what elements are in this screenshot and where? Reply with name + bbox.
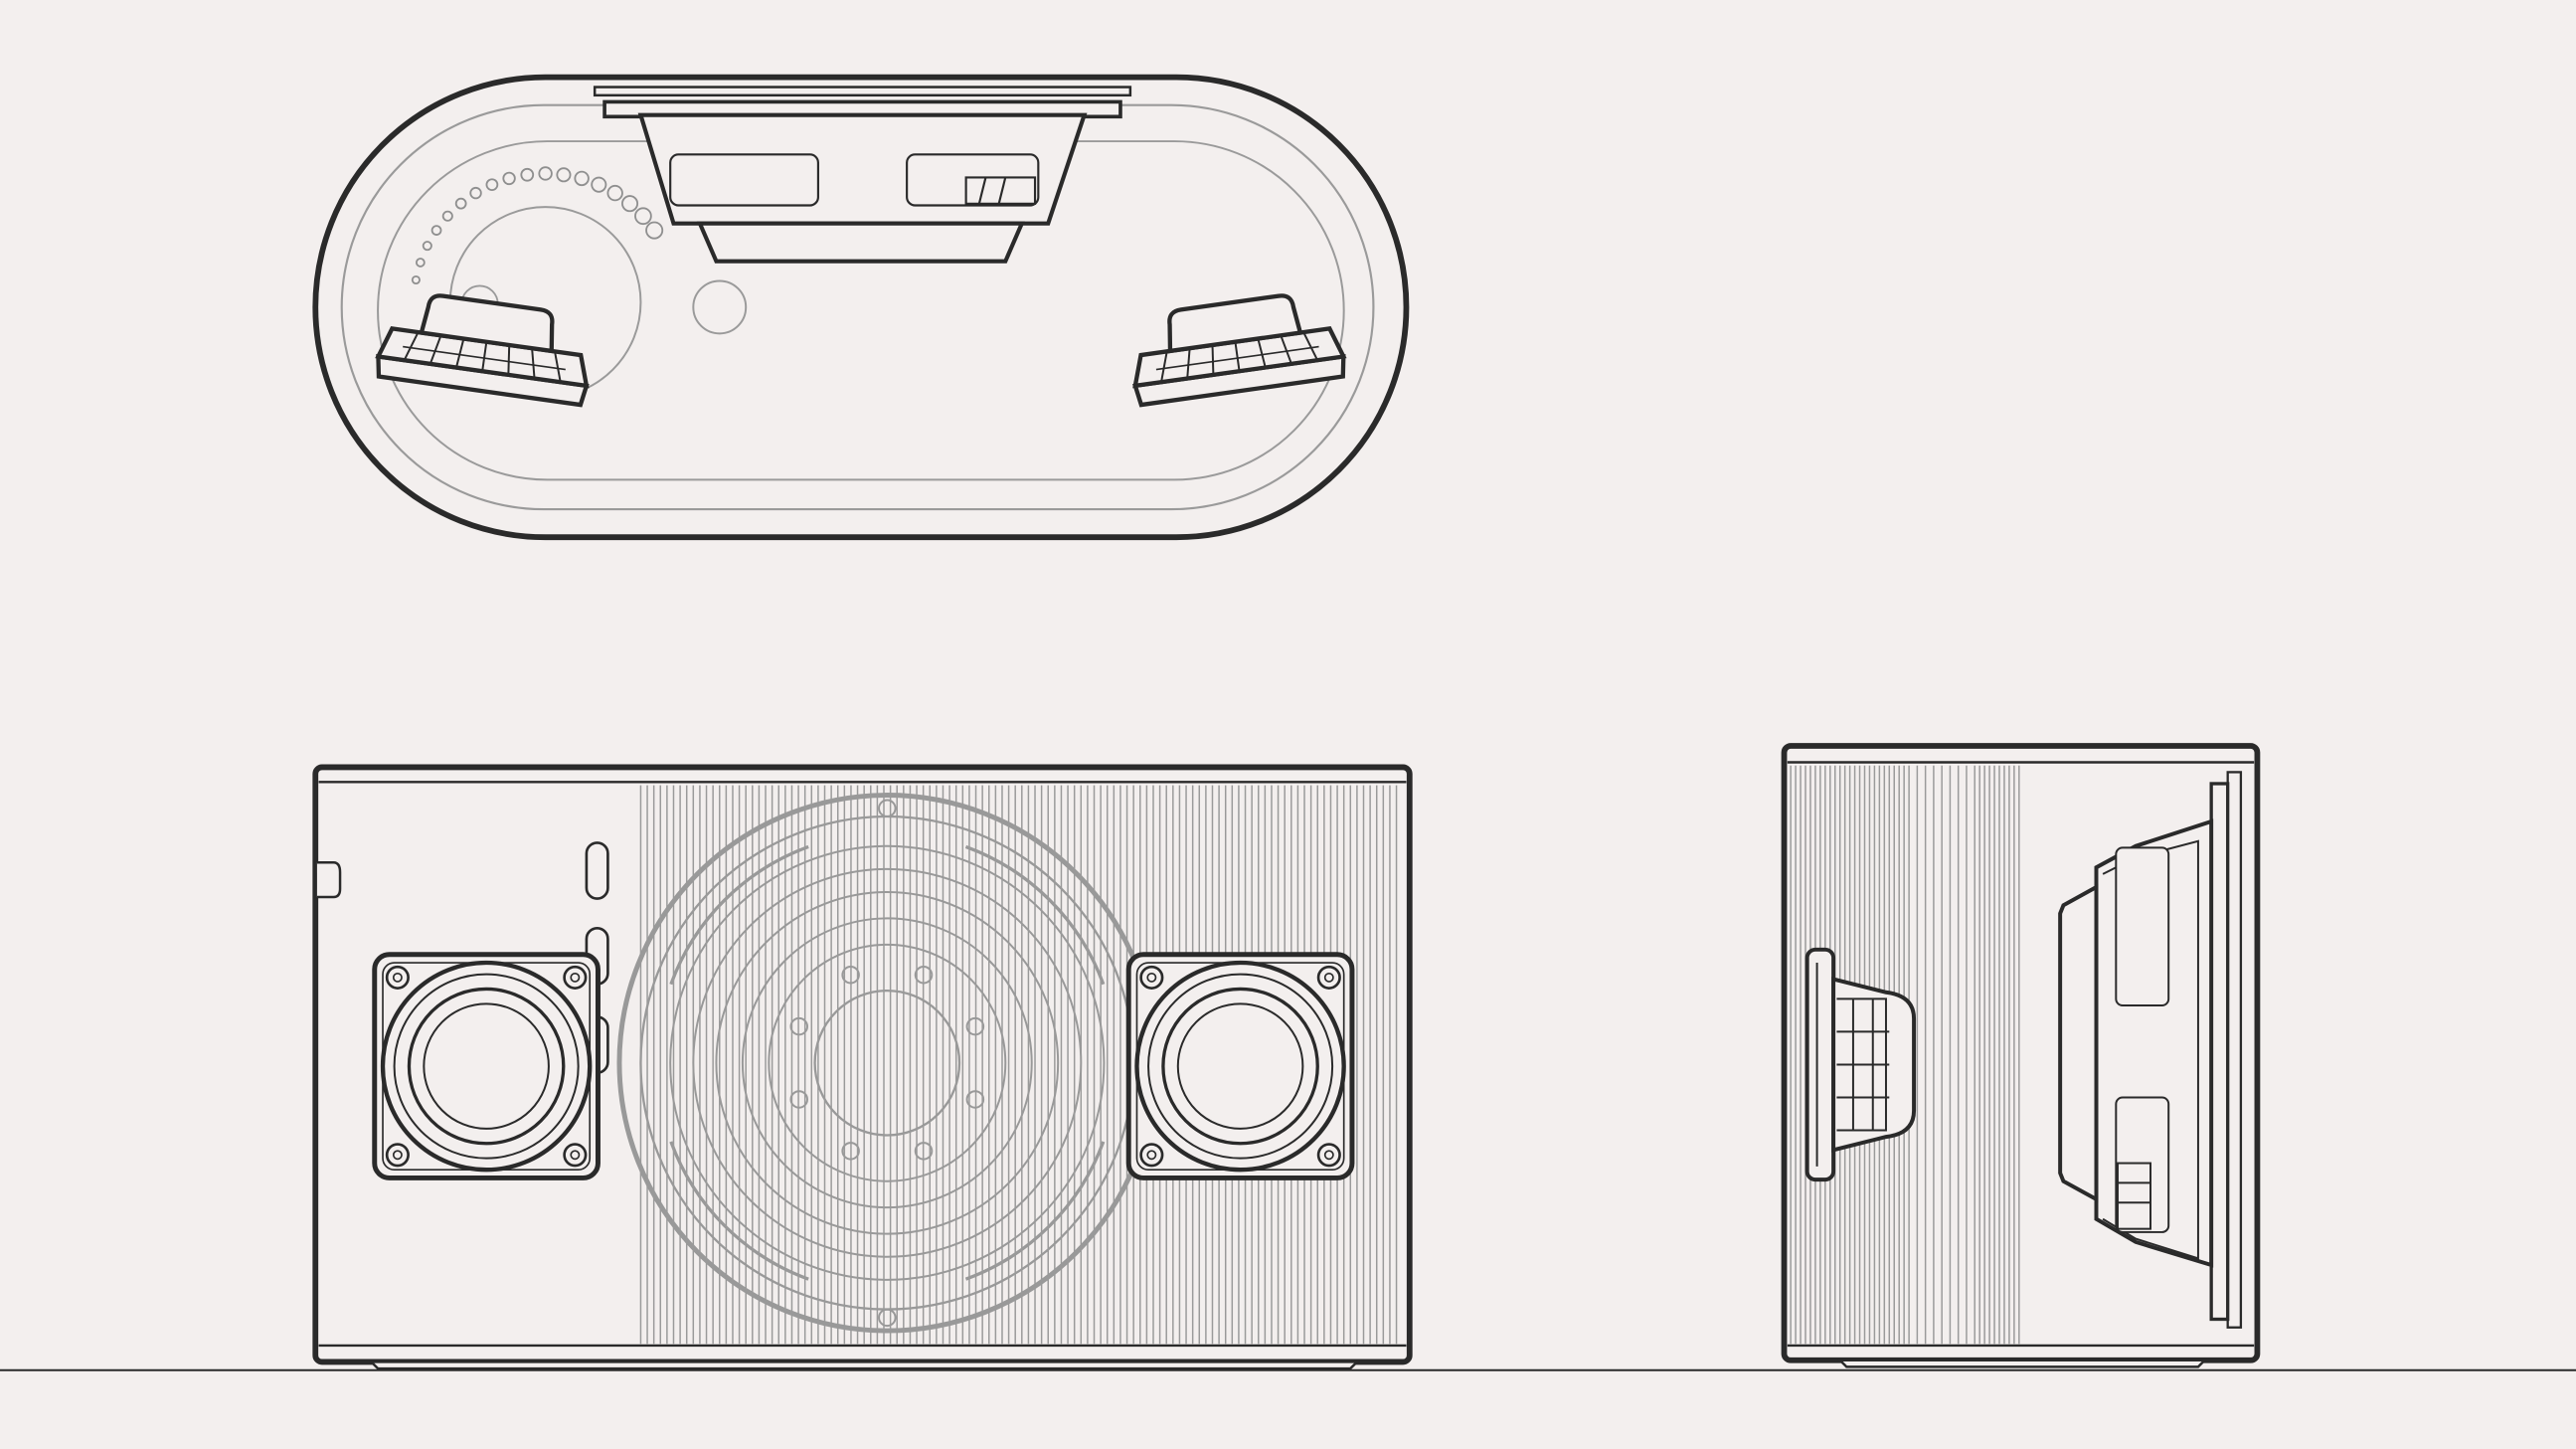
front-view-left-tweeter (372, 952, 601, 1180)
front-view-foot (368, 1360, 1360, 1370)
woofer-bolt (789, 1090, 808, 1109)
top-view-woofer-basket (602, 99, 1122, 264)
woofer-bolt (841, 1142, 860, 1161)
side-view-woofer-profile (2058, 782, 2230, 1322)
top-view-dot (520, 167, 535, 182)
woofer-ring (768, 943, 1007, 1182)
tweeter-screw-center (570, 972, 581, 983)
woofer-basket-arc (964, 1141, 1106, 1281)
front-view-right-tweeter (1125, 952, 1355, 1180)
top-view-dot (621, 195, 639, 213)
top-view-dot (441, 210, 453, 222)
top-view-body-outline (312, 74, 1410, 541)
tweeter-rib (1186, 348, 1191, 379)
top-view-dot (591, 176, 607, 193)
tweeter-rib (429, 334, 442, 365)
tweeter-rib (1160, 351, 1168, 383)
woofer-basket-arc (669, 1141, 809, 1281)
woofer-ring (741, 917, 1033, 1209)
tweeter-rib (455, 338, 465, 368)
tweeter-screw (563, 1143, 588, 1168)
tweeter-rib (1234, 341, 1241, 372)
tweeter-rib (554, 351, 562, 383)
top-view-dot (556, 167, 572, 183)
side-view-baffle (2226, 771, 2243, 1329)
woofer-basket-arc (669, 844, 809, 986)
top-view-dot (606, 184, 623, 202)
top-view-dot (574, 170, 590, 187)
tweeter-screw-center (1146, 1150, 1157, 1161)
tweeter-rib (1211, 344, 1215, 375)
tweeter-screw (1316, 1143, 1341, 1168)
tweeter-rim (403, 345, 566, 371)
front-view-woofer (616, 793, 1158, 1334)
tweeter-screw-center (392, 1150, 403, 1161)
tweeter-rib (1257, 338, 1267, 368)
tweeter-magnet (419, 293, 555, 354)
speaker-side-view (1781, 743, 2261, 1368)
woofer-ring (715, 891, 1060, 1235)
top-view-small-knob (692, 279, 748, 335)
tweeter-screw (1139, 965, 1164, 990)
tweeter-screw (1139, 1143, 1164, 1168)
top-view-dot (415, 258, 426, 268)
top-view-dot (430, 225, 442, 236)
tweeter-ring (423, 1002, 550, 1130)
side-view-tweeter-profile (1804, 947, 1917, 1182)
front-view-side-notch (316, 861, 342, 899)
top-view-left-tweeter (375, 293, 590, 408)
top-view-right-tweeter (1132, 293, 1347, 408)
top-view-dot (538, 166, 553, 181)
top-view-dot (411, 274, 421, 285)
tweeter-rim (1155, 345, 1319, 371)
side-view-foot (1836, 1358, 2208, 1368)
tweeter-screw (385, 1143, 410, 1168)
tweeter-rib (531, 348, 536, 379)
woofer-mount-hole (878, 1308, 897, 1328)
woofer-bolt (965, 1016, 985, 1036)
woofer-bolt (789, 1016, 808, 1036)
top-view-rear-rail (593, 86, 1132, 97)
tweeter-screw-center (1146, 972, 1157, 983)
top-view-dot (485, 178, 499, 192)
woofer-basket-arc (964, 844, 1106, 986)
tweeter-screw (563, 965, 588, 990)
tweeter-screw-center (392, 972, 403, 983)
top-view-dot (469, 186, 482, 200)
tweeter-screw (1316, 965, 1341, 990)
woofer-mount-hole (878, 799, 897, 817)
woofer-ring (669, 844, 1106, 1281)
top-view-dot (634, 207, 652, 226)
tweeter-ring (1176, 1002, 1304, 1130)
top-view-dot (502, 171, 516, 186)
woofer-bolt (841, 966, 860, 985)
woofer-ring (692, 867, 1083, 1258)
woofer-bolt (965, 1090, 985, 1109)
top-view-dot (422, 241, 432, 252)
woofer-bolt (914, 1142, 934, 1161)
speaker-top-view (312, 74, 1410, 541)
top-view-dot-arc (411, 166, 664, 285)
tweeter-screw-center (1323, 972, 1334, 983)
speaker-front-view (312, 764, 1413, 1370)
woofer-bolt (914, 966, 934, 985)
tweeter-rib (1280, 334, 1292, 365)
tweeter-rib (403, 331, 420, 361)
woofer-ring (813, 989, 961, 1137)
tweeter-screw-center (570, 1150, 581, 1161)
tweeter-screw-center (1323, 1150, 1334, 1161)
tweeter-rib (481, 341, 488, 372)
top-view-dot (645, 221, 664, 240)
top-view-dot (454, 197, 467, 210)
tweeter-magnet (1167, 293, 1303, 354)
tweeter-rib (507, 344, 511, 375)
tweeter-rib (1302, 331, 1319, 361)
tweeter-screw (385, 965, 410, 990)
